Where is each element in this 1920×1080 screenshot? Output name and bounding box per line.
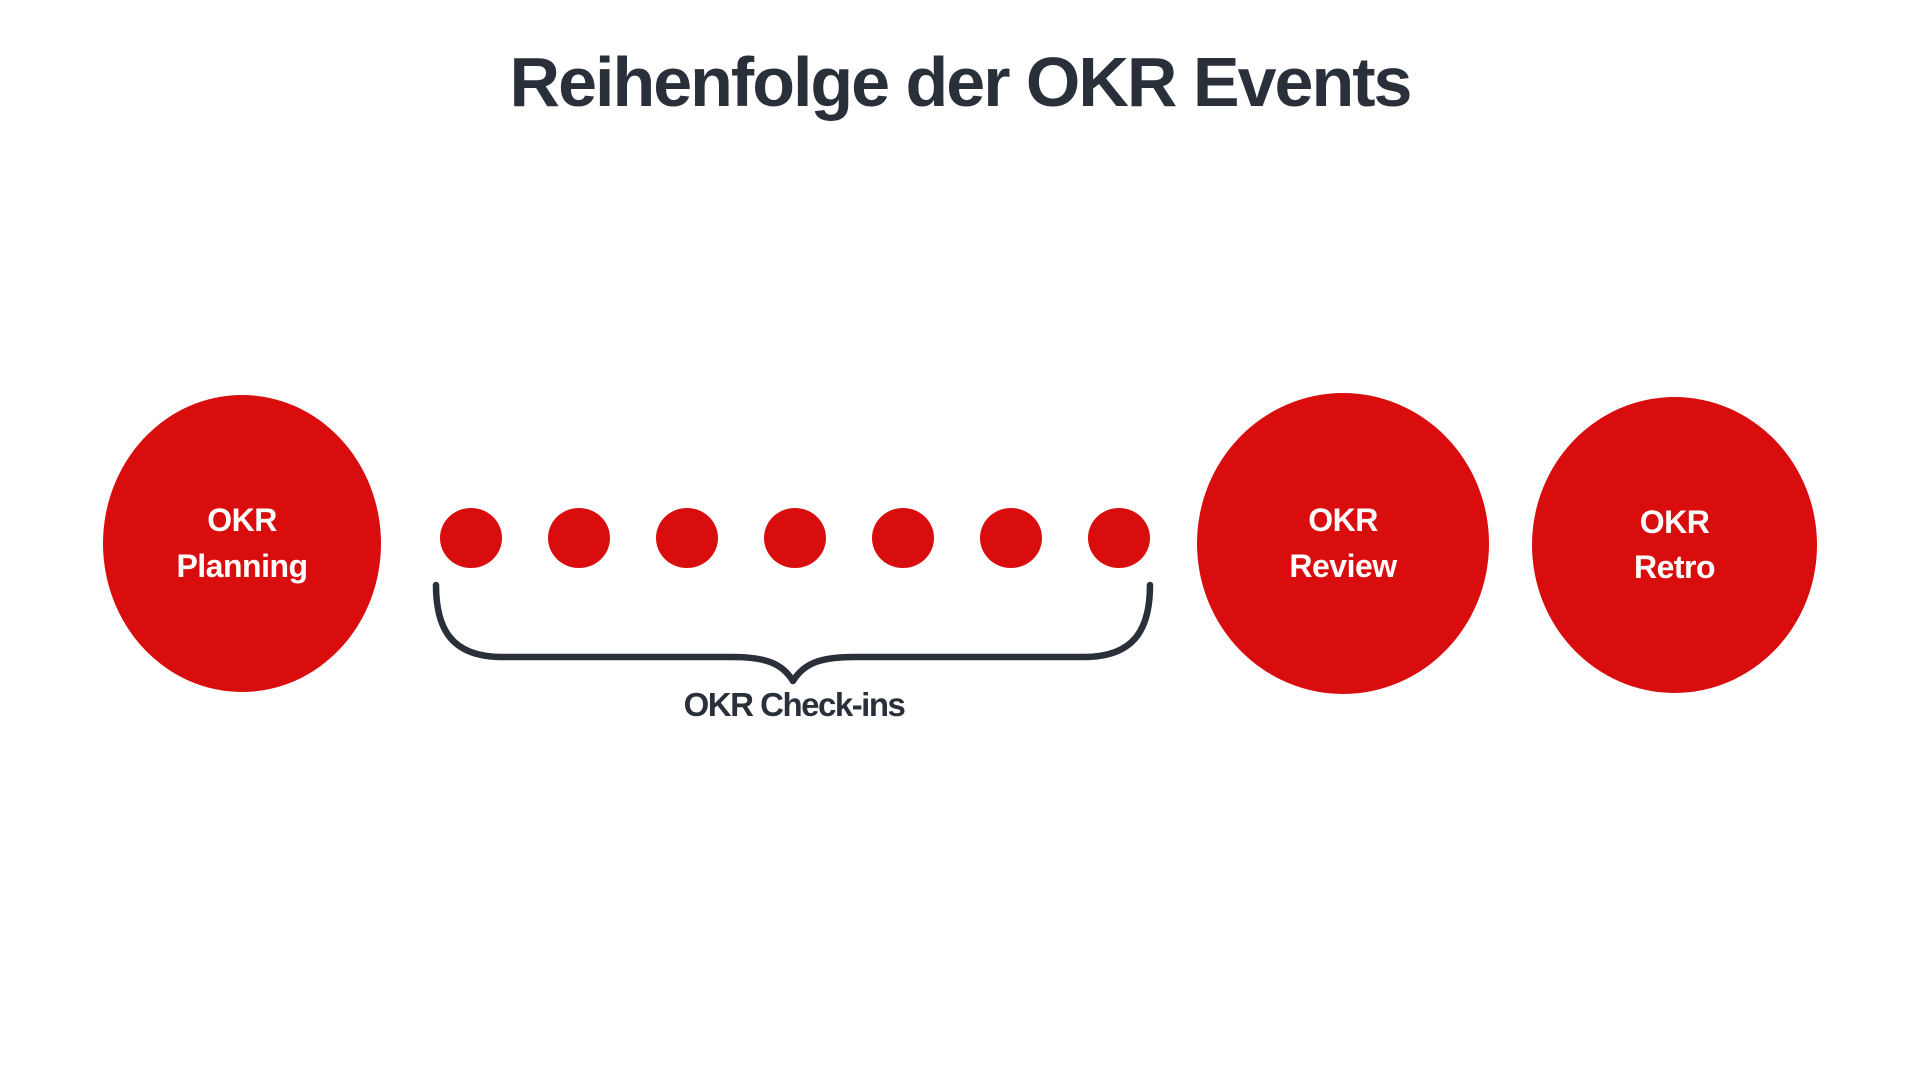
event-circle-planning: OKR Planning xyxy=(103,395,381,692)
curly-brace-icon xyxy=(432,581,1154,685)
checkin-dot xyxy=(764,508,826,568)
event-label-line: OKR xyxy=(1639,503,1710,540)
event-label-line: OKR xyxy=(1308,502,1378,539)
checkin-dot xyxy=(656,508,718,568)
event-label-line: Planning xyxy=(176,547,308,584)
event-label-retro: OKR Retro xyxy=(1633,500,1716,591)
checkin-dots xyxy=(440,508,1150,568)
event-label-review: OKR Review xyxy=(1289,498,1397,589)
page-title: Reihenfolge der OKR Events xyxy=(509,43,1413,121)
checkin-dot xyxy=(872,508,934,568)
checkin-dot xyxy=(548,508,610,568)
checkin-dot xyxy=(980,508,1042,568)
checkin-dot xyxy=(1088,508,1150,568)
event-label-line: Review xyxy=(1289,547,1397,584)
checkins-label: OKR Check-ins xyxy=(683,686,906,723)
event-circle-retro: OKR Retro xyxy=(1532,397,1817,693)
event-label-line: OKR xyxy=(207,502,277,539)
event-label-planning: OKR Planning xyxy=(176,498,308,589)
event-circle-review: OKR Review xyxy=(1197,393,1489,694)
event-label-line: Retro xyxy=(1633,549,1716,585)
checkin-dot xyxy=(440,508,502,568)
